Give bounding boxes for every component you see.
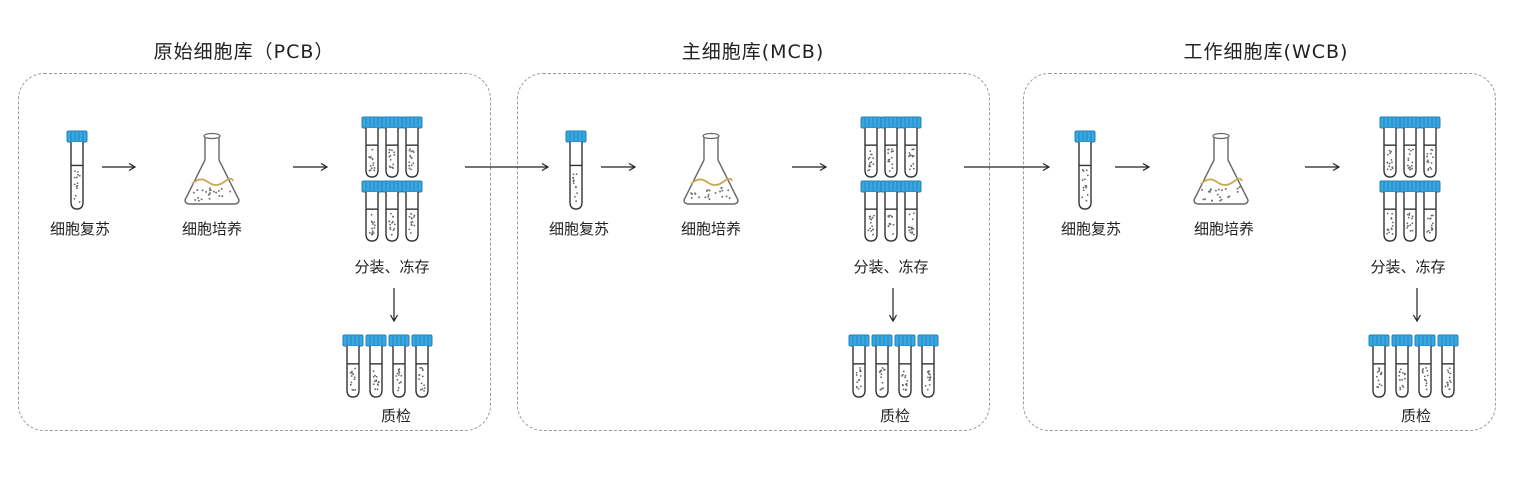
qc-tube-icon bbox=[848, 334, 870, 398]
qc-tube-icon bbox=[342, 334, 364, 398]
aliquot-tube-icon bbox=[900, 180, 922, 242]
step-label-qc: 质检 bbox=[1400, 407, 1432, 425]
aliquot-tube-icon bbox=[880, 180, 902, 242]
panel-title-mcb: 主细胞库(MCB) bbox=[681, 41, 825, 63]
vial-revive-icon bbox=[66, 130, 88, 210]
arrow-to-culture bbox=[601, 162, 637, 172]
aliquot-tube-icon bbox=[381, 116, 403, 178]
culture-flask-icon bbox=[184, 132, 240, 205]
step-label-culture: 细胞培养 bbox=[181, 220, 243, 238]
panel-title-pcb: 原始细胞库（PCB） bbox=[153, 41, 335, 63]
arrow-to-aliquot bbox=[792, 162, 828, 172]
qc-tube-icon bbox=[1414, 334, 1436, 398]
aliquot-tube-icon bbox=[880, 116, 902, 178]
qc-tube-icon bbox=[388, 334, 410, 398]
step-label-culture: 细胞培养 bbox=[1193, 220, 1255, 238]
arrow-pcb-to-mcb bbox=[465, 162, 550, 172]
culture-flask-icon bbox=[683, 132, 739, 205]
aliquot-tube-icon bbox=[860, 116, 882, 178]
aliquot-tube-icon bbox=[361, 116, 383, 178]
step-label-aliquot: 分装、冻存 bbox=[1370, 258, 1446, 276]
aliquot-tube-icon bbox=[381, 180, 403, 242]
aliquot-tube-icon bbox=[401, 116, 423, 178]
qc-tube-icon bbox=[411, 334, 433, 398]
step-label-qc: 质检 bbox=[879, 407, 911, 425]
arrow-to-qc bbox=[1412, 288, 1422, 323]
qc-tube-icon bbox=[1391, 334, 1413, 398]
arrow-to-aliquot bbox=[293, 162, 329, 172]
aliquot-tube-icon bbox=[900, 116, 922, 178]
arrow-to-culture bbox=[102, 162, 137, 172]
qc-tube-icon bbox=[894, 334, 916, 398]
step-label-culture: 细胞培养 bbox=[680, 220, 742, 238]
culture-flask-icon bbox=[1193, 132, 1249, 205]
arrow-to-qc bbox=[888, 288, 898, 323]
step-label-aliquot: 分装、冻存 bbox=[354, 258, 430, 276]
aliquot-tube-icon bbox=[1399, 116, 1421, 178]
qc-tube-icon bbox=[1368, 334, 1390, 398]
step-label-aliquot: 分装、冻存 bbox=[853, 258, 929, 276]
aliquot-tube-icon bbox=[860, 180, 882, 242]
aliquot-tube-icon bbox=[1379, 180, 1401, 242]
step-label-revive: 细胞复苏 bbox=[1060, 220, 1122, 238]
qc-tube-icon bbox=[917, 334, 939, 398]
arrow-to-aliquot bbox=[1305, 162, 1341, 172]
aliquot-tube-icon bbox=[1419, 180, 1441, 242]
aliquot-tube-icon bbox=[1379, 116, 1401, 178]
aliquot-tube-icon bbox=[361, 180, 383, 242]
panel-box-mcb bbox=[517, 73, 990, 431]
qc-tube-icon bbox=[871, 334, 893, 398]
qc-tube-icon bbox=[365, 334, 387, 398]
arrow-to-culture bbox=[1115, 162, 1151, 172]
step-label-qc: 质检 bbox=[380, 407, 412, 425]
panel-title-wcb: 工作细胞库(WCB) bbox=[1183, 41, 1349, 63]
arrow-mcb-to-wcb bbox=[964, 162, 1051, 172]
panel-box-wcb bbox=[1023, 73, 1496, 431]
aliquot-tube-icon bbox=[1419, 116, 1441, 178]
aliquot-tube-icon bbox=[1399, 180, 1421, 242]
vial-revive-icon bbox=[1074, 130, 1096, 210]
panel-box-pcb bbox=[18, 73, 491, 431]
qc-tube-icon bbox=[1437, 334, 1459, 398]
arrow-to-qc bbox=[389, 288, 399, 323]
aliquot-tube-icon bbox=[401, 180, 423, 242]
vial-revive-icon bbox=[565, 130, 587, 210]
step-label-revive: 细胞复苏 bbox=[548, 220, 610, 238]
step-label-revive: 细胞复苏 bbox=[49, 220, 111, 238]
